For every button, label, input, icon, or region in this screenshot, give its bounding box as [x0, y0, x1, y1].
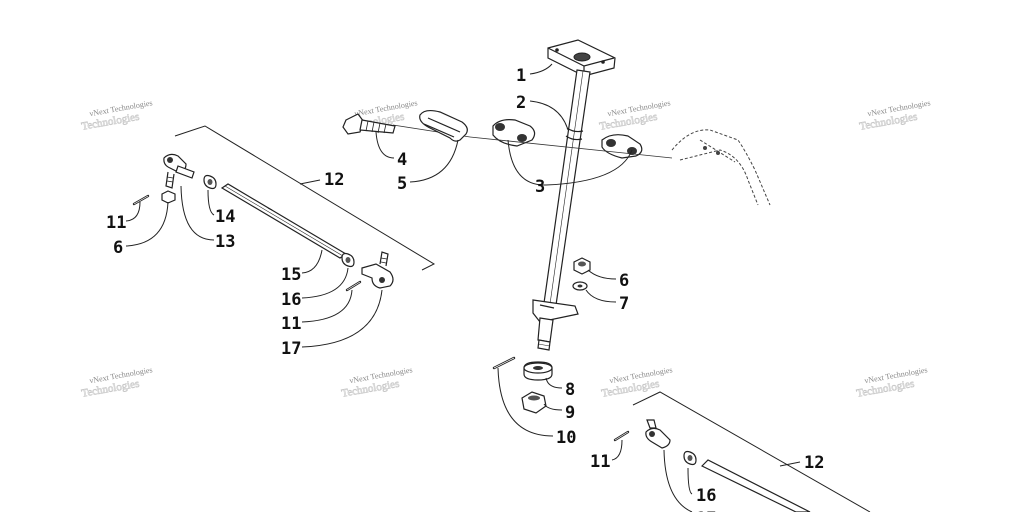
callout-6-right: 6 — [619, 271, 629, 291]
callout-4: 4 — [397, 150, 407, 170]
watermark-3: vNext Technologies Technologies — [598, 98, 671, 133]
mounting-bracket-reference — [671, 129, 771, 206]
callout-3: 3 — [535, 177, 545, 197]
callout-16-left: 16 — [281, 290, 301, 310]
retaining-clip — [419, 109, 468, 142]
watermark-6: vNext Technologies Technologies — [340, 365, 413, 400]
callout-2: 2 — [516, 93, 526, 113]
callout-8: 8 — [565, 380, 575, 400]
leader-lines — [125, 63, 801, 512]
callout-17-right: 17 — [696, 509, 716, 512]
callout-1: 1 — [516, 66, 526, 86]
watermark-1: vNext Technologies Technologies — [80, 98, 153, 133]
callout-14: 14 — [215, 207, 235, 227]
callout-12-left: 12 — [324, 170, 344, 190]
cotter-pin-lower — [492, 356, 516, 370]
tie-rod-left — [132, 125, 436, 292]
callout-9: 9 — [565, 403, 575, 423]
callout-11-right: 11 — [590, 452, 610, 472]
callout-5: 5 — [397, 174, 407, 194]
spacer-washer — [523, 361, 553, 381]
bolt — [342, 113, 396, 135]
callouts: 1 2 3 4 5 6 7 8 9 10 11 6 12 13 14 15 16… — [106, 66, 824, 512]
callout-10: 10 — [556, 428, 576, 448]
callout-12-right: 12 — [804, 453, 824, 473]
callout-7: 7 — [619, 294, 629, 314]
callout-11-left-bottom: 11 — [281, 314, 301, 334]
callout-15: 15 — [281, 265, 301, 285]
bearing-clamp — [492, 119, 643, 159]
callout-17-left: 17 — [281, 339, 301, 359]
watermark-4: vNext Technologies Technologies — [858, 98, 931, 133]
callout-6-left: 6 — [113, 238, 123, 258]
washer-upper — [572, 281, 588, 291]
castle-nut — [521, 391, 547, 414]
locknut-upper — [573, 257, 591, 275]
callout-16-right: 16 — [696, 486, 716, 506]
steering-post — [532, 39, 616, 351]
callout-13: 13 — [215, 232, 235, 252]
watermark-5: vNext Technologies Technologies — [80, 365, 153, 400]
callout-11-left-top: 11 — [106, 213, 126, 233]
watermark-8: vNext Technologies Technologies — [855, 365, 928, 400]
tie-rod-right — [613, 391, 871, 512]
